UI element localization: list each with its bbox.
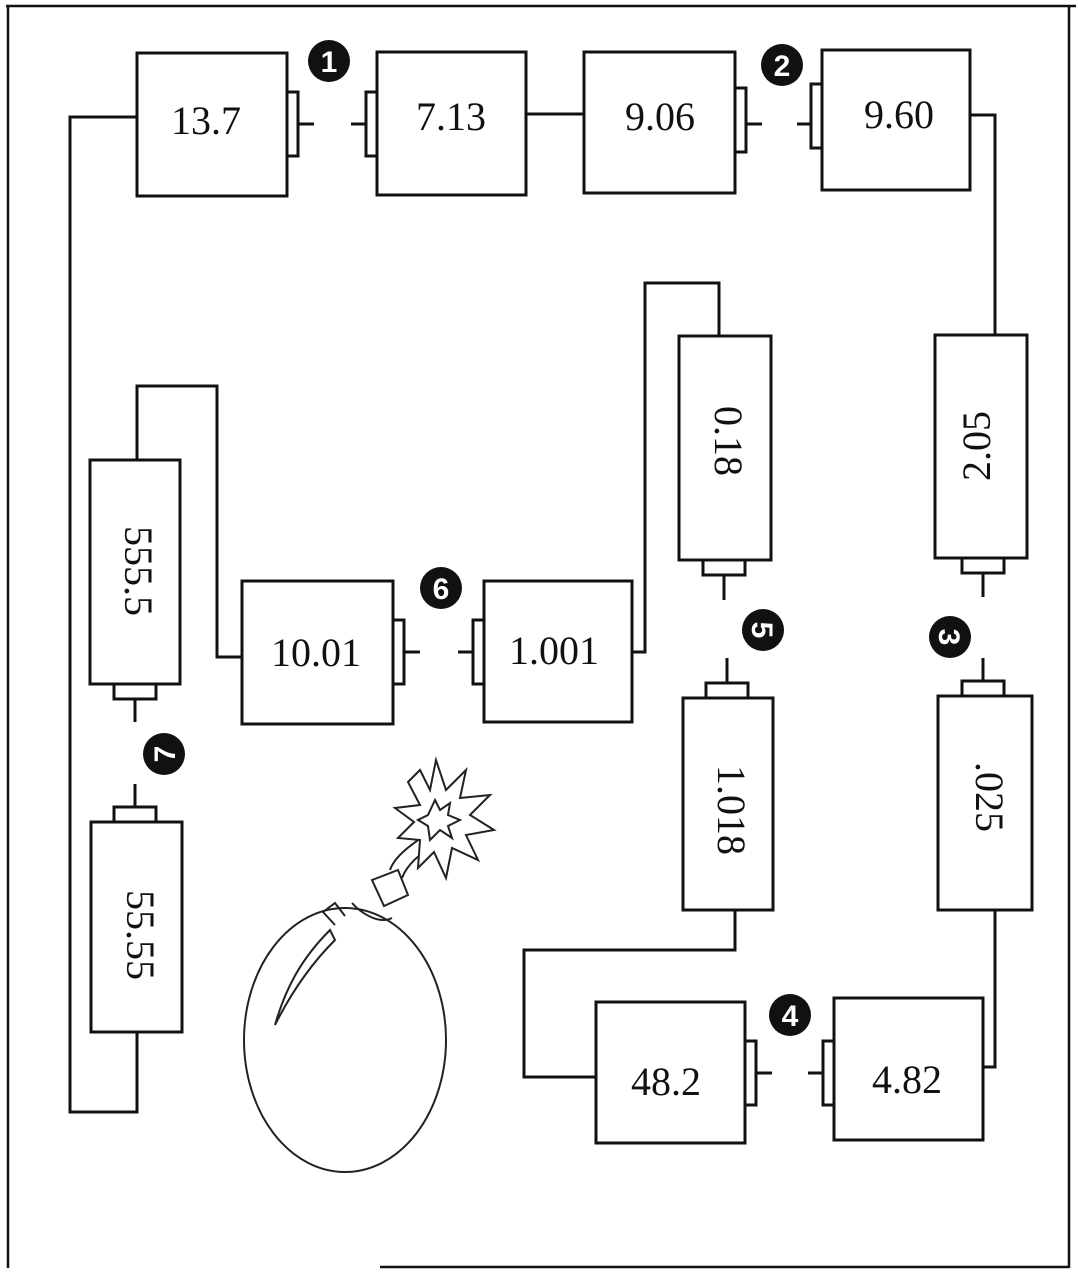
gap-6: 6 bbox=[393, 567, 484, 684]
battery-7-13: 7.13 bbox=[377, 52, 526, 195]
wire-top-right bbox=[970, 115, 995, 335]
battery-value: 1.001 bbox=[509, 628, 599, 673]
battery-value: 9.60 bbox=[864, 92, 934, 137]
battery-value: 0.18 bbox=[706, 406, 751, 476]
battery-value: 55.55 bbox=[118, 890, 163, 980]
battery-value: 10.01 bbox=[271, 630, 361, 675]
battery-55-55: 55.55 bbox=[91, 822, 182, 1032]
gap-2-number: 2 bbox=[774, 50, 791, 83]
battery-1-001: 1.001 bbox=[484, 581, 632, 722]
gap-2: 2 bbox=[735, 44, 822, 152]
battery-555-5: 555.5 bbox=[90, 460, 180, 684]
battery-10-01: 10.01 bbox=[242, 581, 393, 724]
gap-5: 5 bbox=[703, 560, 784, 698]
gap-7: 7 bbox=[114, 684, 185, 822]
battery-value: 48.2 bbox=[631, 1059, 701, 1104]
battery-025: .025 bbox=[938, 696, 1032, 910]
battery-13-7: 13.7 bbox=[137, 53, 287, 196]
wire-bottom-right bbox=[983, 910, 995, 1067]
battery-value: 9.06 bbox=[625, 94, 695, 139]
battery-48-2: 48.2 bbox=[596, 1002, 745, 1143]
gap-1-number: 1 bbox=[321, 46, 338, 79]
battery-value: .025 bbox=[967, 762, 1012, 832]
gap-4-number: 4 bbox=[782, 1000, 799, 1033]
battery-2-05: 2.05 bbox=[935, 335, 1027, 558]
battery-9-60: 9.60 bbox=[822, 50, 970, 190]
battery-value: 1.018 bbox=[709, 765, 754, 855]
battery-1-018: 1.018 bbox=[683, 698, 773, 910]
gap-6-number: 6 bbox=[433, 573, 450, 606]
battery-value: 2.05 bbox=[954, 411, 999, 481]
battery-value: 13.7 bbox=[171, 98, 241, 143]
battery-0-18: 0.18 bbox=[679, 336, 771, 560]
gap-1: 1 bbox=[287, 40, 377, 156]
gap-4: 4 bbox=[745, 994, 834, 1105]
gap-3: 3 bbox=[929, 558, 1004, 696]
gap-3-number: 3 bbox=[932, 629, 965, 646]
battery-9-06: 9.06 bbox=[584, 52, 735, 193]
battery-value: 7.13 bbox=[416, 94, 486, 139]
battery-4-82: 4.82 bbox=[834, 998, 983, 1140]
battery-value: 4.82 bbox=[872, 1057, 942, 1102]
gap-7-number: 7 bbox=[149, 746, 182, 763]
gap-5-number: 5 bbox=[745, 622, 778, 639]
bomb-icon bbox=[244, 760, 494, 1172]
battery-value: 555.5 bbox=[116, 526, 161, 616]
